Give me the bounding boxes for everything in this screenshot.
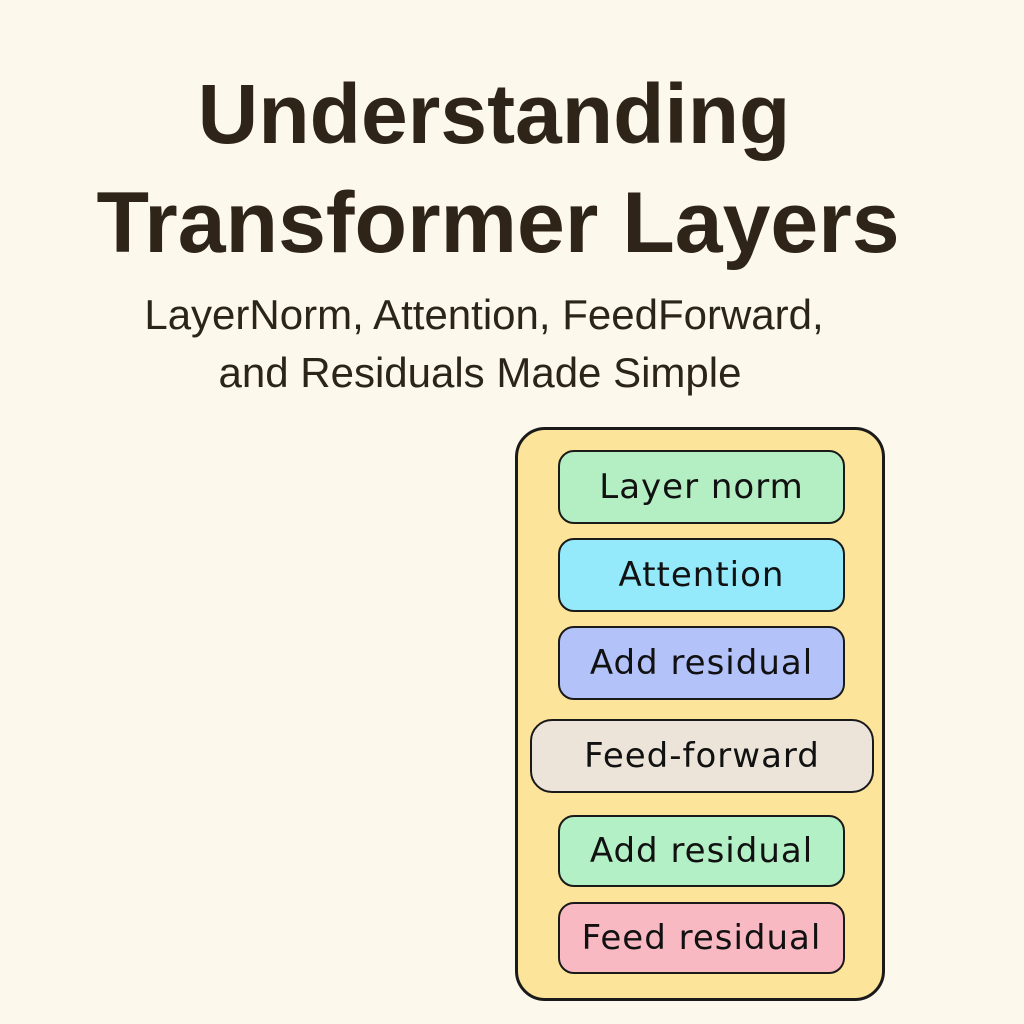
block-add-residual-2: Add residual	[558, 815, 845, 887]
subtitle-line-1: LayerNorm, Attention, FeedForward,	[144, 291, 824, 338]
block-layer-norm: Layer norm	[558, 450, 845, 524]
subtitle-line-2: and Residuals Made Simple	[218, 349, 742, 396]
title-line-1: Understanding	[197, 67, 791, 161]
block-feed-residual: Feed residual	[558, 902, 845, 974]
title-line-2: Transformer Layers	[96, 175, 900, 271]
block-feed-forward: Feed-forward	[530, 719, 874, 793]
block-attention: Attention	[558, 538, 845, 612]
block-add-residual-1: Add residual	[558, 626, 845, 700]
transformer-layer-stack: Layer norm Attention Add residual Feed-f…	[515, 427, 885, 1001]
